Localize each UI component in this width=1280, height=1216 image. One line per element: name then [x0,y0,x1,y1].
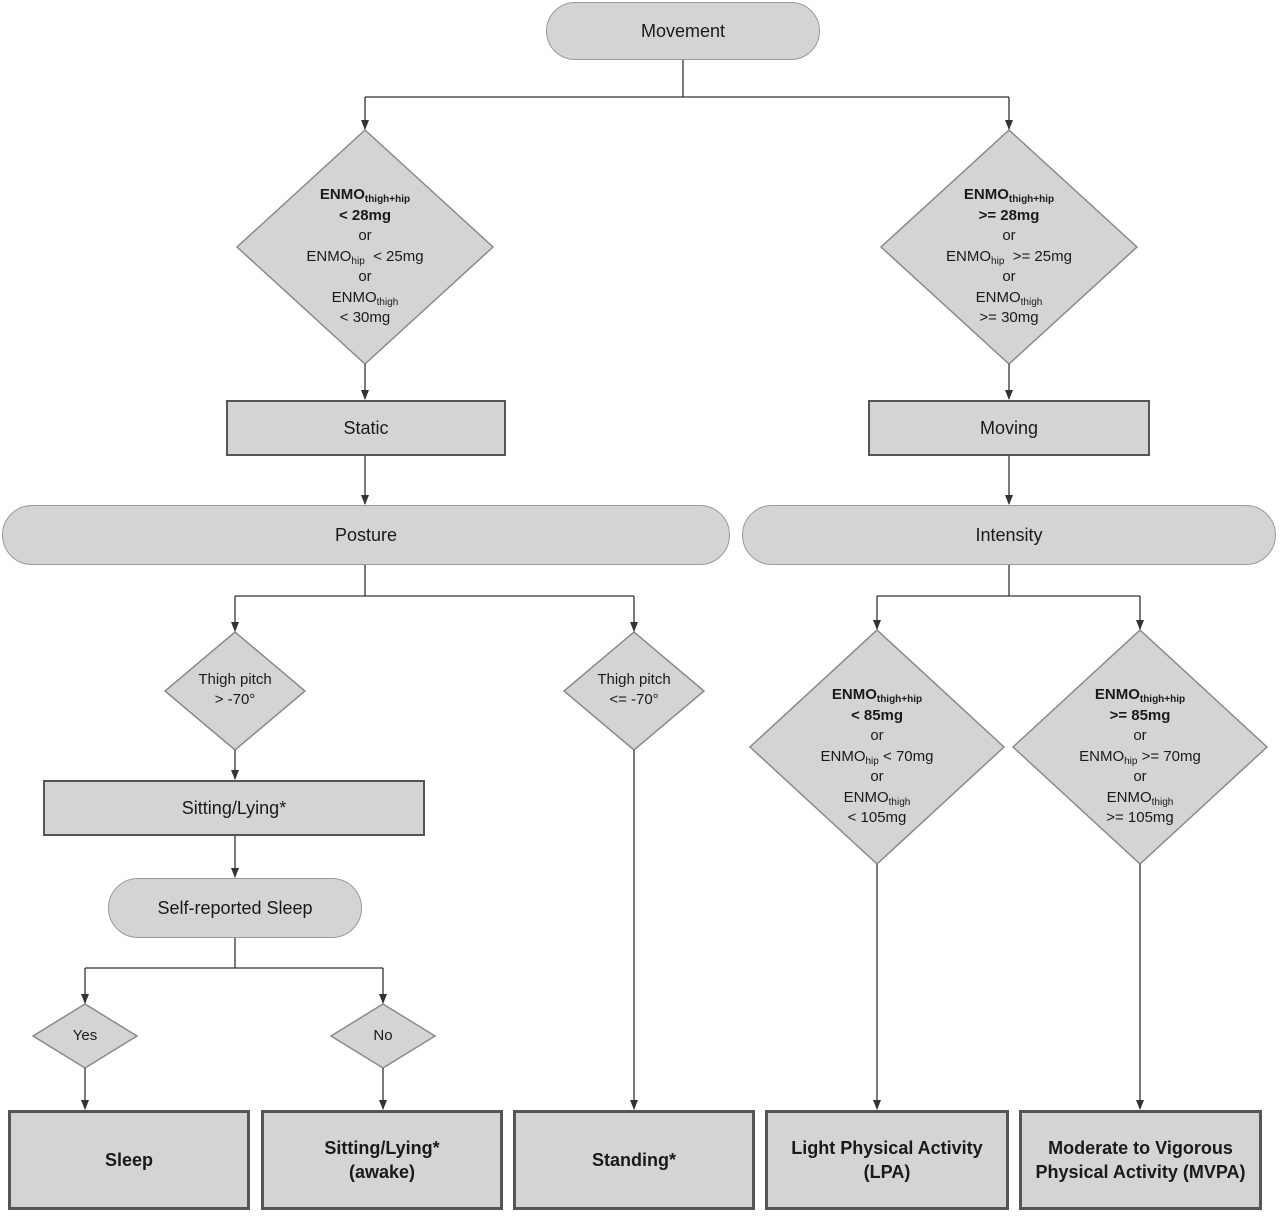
self-reported-sleep-node: Self-reported Sleep [108,878,362,938]
outcome-sleep: Sleep [8,1110,250,1210]
intensity-node: Intensity [742,505,1276,565]
static-condition-label: ENMOthigh+hip < 28mg or ENMOhip < 25mg o… [306,186,424,327]
movement-node: Movement [546,2,820,60]
outcome-standing: Standing* [513,1110,755,1210]
connector [235,565,634,597]
mvpa-condition-label: ENMOthigh+hip >= 85mg or ENMOhip >= 70mg… [1079,686,1201,827]
no-label: No [373,1026,393,1044]
sitting-lying-node: Sitting/Lying* [43,780,425,836]
moving-condition-label: ENMOthigh+hip >= 28mg or ENMOhip >= 25mg… [946,186,1072,327]
yes-label: Yes [72,1026,98,1044]
outcome-sitting-lying-awake: Sitting/Lying* (awake) [261,1110,503,1210]
lpa-condition-label: ENMOthigh+hip < 85mg or ENMOhip < 70mg o… [820,686,934,827]
connector [365,60,1009,98]
moving-node: Moving [868,400,1150,456]
posture-node: Posture [2,505,730,565]
thigh-le-condition-label: Thigh pitch <= -70° [597,670,671,709]
static-node: Static [226,400,506,456]
connector [85,938,383,969]
outcome-lpa: Light Physical Activity (LPA) [765,1110,1009,1210]
connector [877,565,1140,597]
outcome-mvpa: Moderate to Vigorous Physical Activity (… [1019,1110,1262,1210]
thigh-gt-condition-label: Thigh pitch > -70° [198,670,272,709]
